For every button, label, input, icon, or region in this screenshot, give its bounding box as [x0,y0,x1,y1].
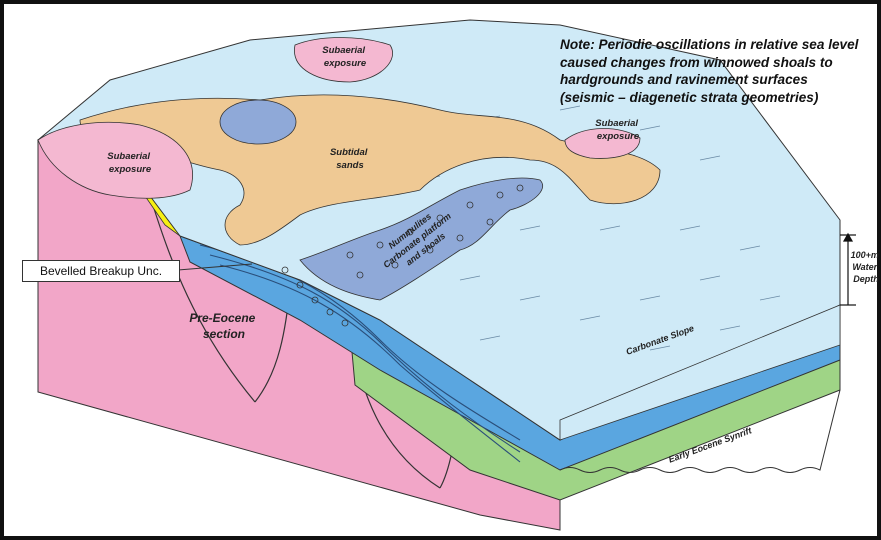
note-line-2: caused changes from winnowed shoals to [560,54,860,72]
water-depth-label: 100+m Water Depth [851,250,881,284]
note-text: Note: Periodic oscillations in relative … [560,36,860,106]
note-line-1: Note: Periodic oscillations in relative … [560,36,860,54]
platform-oval [220,100,296,144]
note-line-4: (seismic – diagenetic strata geometries) [560,89,860,107]
note-line-3: hardgrounds and ravinement surfaces [560,71,860,89]
bevelled-breakup-callout: Bevelled Breakup Unc. [22,260,180,282]
